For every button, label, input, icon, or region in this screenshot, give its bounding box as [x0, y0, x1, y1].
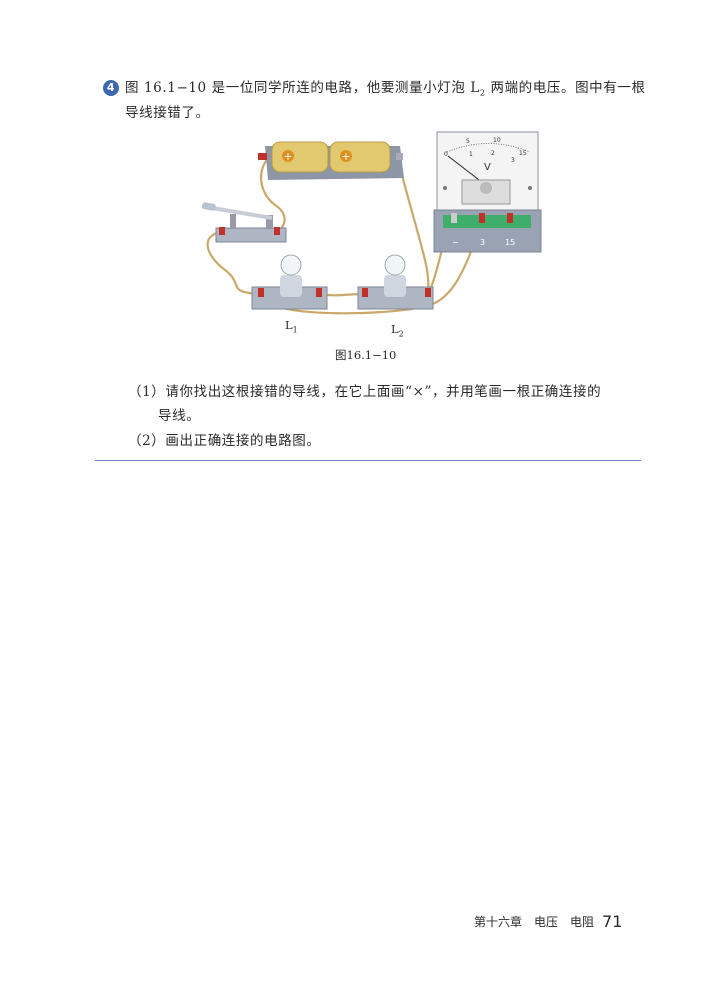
- svg-text:+: +: [341, 150, 350, 163]
- subquestion-1-cont: 导线。: [158, 408, 201, 424]
- scale-label: 0: [444, 151, 448, 158]
- terminal-label: −: [452, 238, 459, 247]
- bulb-l2: [357, 254, 434, 310]
- meter-unit: V: [484, 162, 491, 173]
- question-line-2: 导线接错了。: [125, 105, 210, 121]
- scale-label: 1: [469, 151, 473, 158]
- subscript: 2: [479, 88, 486, 98]
- subquestion-2: （2）画出正确连接的电路图。: [128, 433, 321, 449]
- circuit-diagram: + + 0 5 10 15 1 2 3 V − 3 15: [201, 131, 542, 315]
- scale-label: 5: [466, 138, 470, 145]
- wire-battery-l2: [396, 157, 430, 295]
- terminal-label: 3: [480, 238, 485, 247]
- scale-label: 10: [493, 137, 501, 144]
- question-text: 两端的电压。图中有一根: [485, 80, 646, 96]
- chapter-title: 第十六章 电压 电阻: [474, 915, 595, 929]
- terminal-label: 15: [505, 238, 515, 247]
- page-number: 71: [602, 912, 623, 931]
- label-l2: L2: [391, 322, 404, 339]
- figure-caption: 图16.1−10: [335, 348, 397, 362]
- subquestion-1: （1）请你找出这根接错的导线，在它上面画“×”，并用笔画一根正确连接的: [128, 384, 602, 400]
- scale-label: 3: [511, 157, 515, 164]
- question-line-1: 4 图 16.1−10 是一位同学所连的电路，他要测量小灯泡 L2 两端的电压。图…: [103, 76, 646, 98]
- section-divider: [95, 460, 641, 461]
- question-text: 图 16.1−10 是一位同学所连的电路，他要测量小灯泡 L: [125, 80, 480, 96]
- question-number-badge: 4: [103, 80, 119, 96]
- knife-switch: [201, 202, 287, 243]
- scale-label: 15: [519, 150, 527, 157]
- wire-battery-switch: [259, 157, 286, 234]
- wire-switch-l1: [206, 230, 261, 296]
- bulb-l1: [251, 254, 328, 310]
- svg-text:+: +: [283, 150, 292, 163]
- voltmeter: [433, 131, 542, 253]
- scale-label: 2: [491, 150, 495, 157]
- label-l1: L1: [285, 318, 298, 335]
- battery-holder: + +: [258, 141, 404, 180]
- plus-icon: [282, 150, 294, 162]
- page-footer: 第十六章 电压 电阻 71: [474, 912, 622, 931]
- plus-icon: [340, 150, 352, 162]
